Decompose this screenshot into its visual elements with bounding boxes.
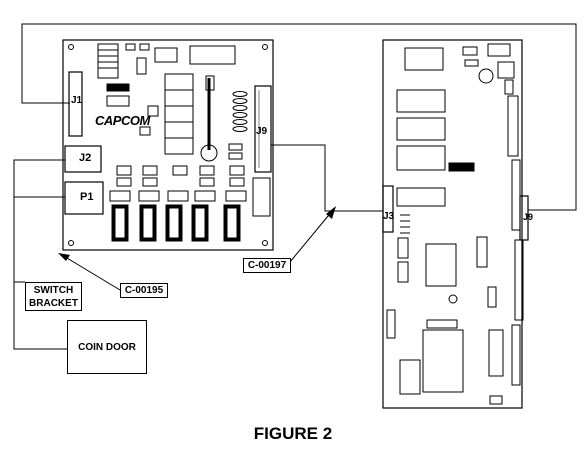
wire-top-loop <box>21 23 577 211</box>
cable-label-c00197: C-00197 <box>243 258 291 273</box>
cable-label-c00195: C-00195 <box>120 283 168 298</box>
right-circuit-board <box>382 39 529 409</box>
arrow-c00195-line <box>61 254 121 291</box>
connector-label-j1: J1 <box>71 95 83 106</box>
switch-bracket-label: SWITCH BRACKET <box>25 282 82 311</box>
arrow-c00195-head <box>58 253 70 261</box>
capcom-logo: CAPCOM <box>95 113 150 128</box>
left-circuit-board <box>62 39 274 251</box>
wire-j9-to-j3 <box>271 144 383 212</box>
figure-caption: FIGURE 2 <box>253 424 333 443</box>
wire-j2-to-switch <box>13 159 65 283</box>
connector-label-j2: J2 <box>79 152 92 164</box>
connector-label-j3: J3 <box>383 211 395 222</box>
coin-door-box: COIN DOOR <box>67 320 147 374</box>
arrow-c00197-line <box>289 209 334 263</box>
switch-bracket-line1: SWITCH <box>33 285 74 296</box>
switch-bracket-line2: BRACKET <box>29 298 78 309</box>
wire-p1-to-coindoor <box>13 196 67 350</box>
connector-label-j9-left: J9 <box>256 126 268 137</box>
connector-label-j9-right: J9 <box>523 212 534 222</box>
connector-label-p1: P1 <box>80 191 94 203</box>
wires <box>13 23 577 350</box>
arrow-c00197-head <box>326 206 336 219</box>
